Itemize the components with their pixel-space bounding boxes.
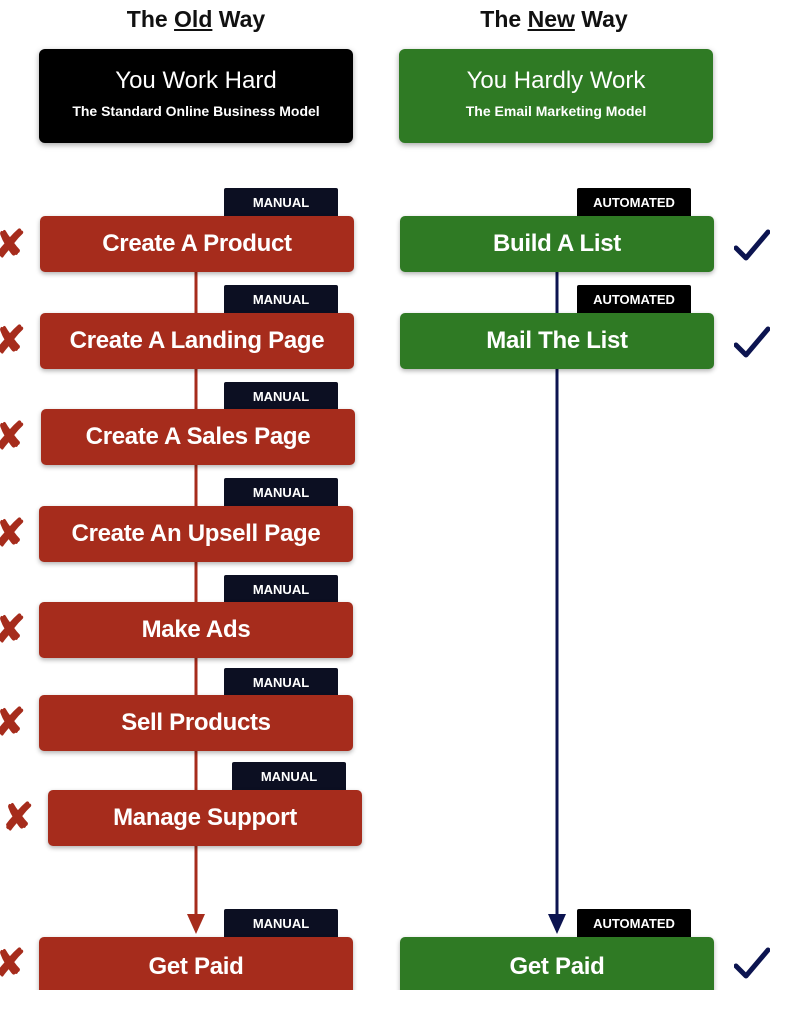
manual-tag: MANUAL <box>224 668 338 698</box>
old-step-manage-support: Manage Support <box>48 790 362 846</box>
automated-tag: AUTOMATED <box>577 285 691 315</box>
x-mark-icon: ✘ <box>0 416 26 458</box>
old-step-create-upsell-page: Create An Upsell Page <box>39 506 353 562</box>
x-mark-icon: ✘ <box>0 609 26 651</box>
old-way-title: The Old Way <box>96 6 296 33</box>
new-way-header-sub: The Email Marketing Model <box>465 103 647 119</box>
old-way-title-suffix: Way <box>212 6 266 32</box>
old-way-header: You Work Hard The Standard Online Busine… <box>39 49 353 143</box>
manual-tag: MANUAL <box>232 762 346 792</box>
new-way-title: The New Way <box>454 6 654 33</box>
old-way-header-sub: The Standard Online Business Model <box>72 103 320 119</box>
old-way-arrowhead <box>187 914 205 934</box>
x-mark-icon: ✘ <box>0 320 26 362</box>
old-way-title-emphasis: Old <box>174 6 213 32</box>
old-step-create-sales-page: Create A Sales Page <box>41 409 355 465</box>
checkmark-icon <box>734 326 770 358</box>
checkmark-icon <box>734 229 770 261</box>
manual-tag: MANUAL <box>224 478 338 508</box>
new-step-build-list: Build A List <box>400 216 714 272</box>
new-way-title-emphasis: New <box>527 6 575 32</box>
old-way-title-prefix: The <box>126 6 175 32</box>
x-mark-icon: ✘ <box>0 513 26 555</box>
new-way-title-suffix: Way <box>574 6 628 32</box>
manual-tag: MANUAL <box>224 382 338 412</box>
bottom-crop <box>0 990 795 1024</box>
manual-tag: MANUAL <box>224 188 338 218</box>
automated-tag: AUTOMATED <box>577 909 691 939</box>
x-mark-icon: ✘ <box>0 224 26 266</box>
new-way-header-main: You Hardly Work <box>466 67 646 94</box>
new-way-arrowhead <box>548 914 566 934</box>
x-mark-icon: ✘ <box>0 702 26 744</box>
old-step-create-product: Create A Product <box>40 216 354 272</box>
x-mark-icon: ✘ <box>0 943 26 985</box>
manual-tag: MANUAL <box>224 575 338 605</box>
new-way-title-prefix: The <box>480 6 528 32</box>
old-way-header-main: You Work Hard <box>115 67 277 94</box>
old-step-make-ads: Make Ads <box>39 602 353 658</box>
new-step-mail-list: Mail The List <box>400 313 714 369</box>
x-mark-icon: ✘ <box>2 797 34 839</box>
manual-tag: MANUAL <box>224 909 338 939</box>
old-step-create-landing-page: Create A Landing Page <box>40 313 354 369</box>
automated-tag: AUTOMATED <box>577 188 691 218</box>
manual-tag: MANUAL <box>224 285 338 315</box>
old-step-sell-products: Sell Products <box>39 695 353 751</box>
new-way-header: You Hardly Work The Email Marketing Mode… <box>399 49 713 143</box>
checkmark-icon <box>734 947 770 979</box>
